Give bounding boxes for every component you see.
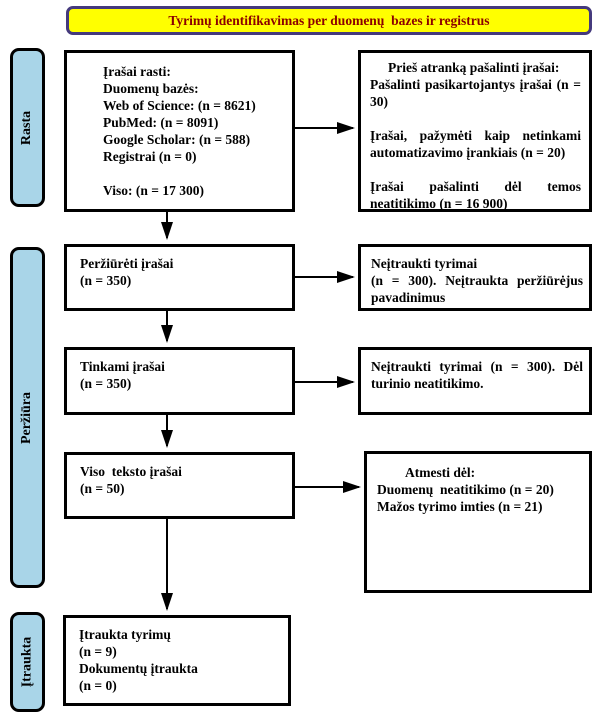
phase-label-perziura: Peržiūra bbox=[10, 247, 45, 588]
rejected-heading: Atmesti dėl: bbox=[405, 465, 476, 480]
excluded-by-title-paragraph: (n = 300). Neįtraukta peržiūrėjus pavadi… bbox=[371, 273, 583, 305]
phase-label-rasta-text: Rasta bbox=[19, 110, 35, 145]
phase-label-rasta: Rasta bbox=[10, 48, 45, 207]
removed-paragraph: Įrašai, pažymėti kaip netinkami automati… bbox=[370, 128, 581, 160]
box-included-studies: Įtraukta tyrimų (n = 9) Dokumentų įtrauk… bbox=[63, 615, 291, 706]
records-eligible-line: (n = 350) bbox=[80, 376, 132, 391]
excluded-by-title-line: Neįtraukti tyrimai bbox=[371, 256, 478, 271]
records-screened-line: Peržiūrėti įrašai bbox=[80, 256, 174, 271]
removed-heading: Prieš atranką pašalinti įrašai: bbox=[388, 60, 560, 75]
fulltext-records-line: Viso teksto įrašai bbox=[80, 464, 182, 479]
phase-label-perziura-text: Peržiūra bbox=[19, 391, 35, 444]
fulltext-records-line: (n = 50) bbox=[80, 481, 125, 496]
diagram-title: Tyrimų identifikavimas per duomenų bazes… bbox=[168, 12, 490, 28]
box-records-found: Įrašai rasti: Duomenų bazės: Web of Scie… bbox=[64, 50, 295, 212]
phase-label-itraukta: Įtraukta bbox=[10, 612, 45, 712]
records-found-line: PubMed: (n = 8091) bbox=[103, 115, 219, 130]
phase-label-itraukta-text: Įtraukta bbox=[19, 636, 35, 688]
records-found-line: Įrašai rasti: bbox=[103, 64, 171, 79]
included-line: Dokumentų įtraukta bbox=[79, 661, 198, 676]
included-line: Įtraukta tyrimų bbox=[79, 627, 171, 642]
records-found-line: Google Scholar: (n = 588) bbox=[103, 132, 251, 147]
records-found-line: Duomenų bazės: bbox=[103, 81, 199, 96]
removed-paragraph: Įrašai pašalinti dėl temos neatitikimo (… bbox=[370, 179, 581, 211]
removed-paragraph: Pašalinti pasikartojantys įrašai (n = 30… bbox=[370, 77, 581, 109]
records-eligible-line: Tinkami įrašai bbox=[80, 359, 165, 374]
diagram-title-banner: Tyrimų identifikavimas per duomenų bazes… bbox=[66, 6, 592, 35]
box-fulltext-records: Viso teksto įrašai (n = 50) bbox=[64, 452, 295, 519]
rejected-line: Mažos tyrimo imties (n = 21) bbox=[377, 499, 543, 514]
box-excluded-by-content: Neįtraukti tyrimai (n = 300). Dėl turini… bbox=[358, 347, 592, 415]
records-found-line: Registrai (n = 0) bbox=[103, 149, 197, 164]
records-screened-line: (n = 350) bbox=[80, 273, 132, 288]
box-removed-before-screening: Prieš atranką pašalinti įrašai: Pašalint… bbox=[358, 50, 592, 212]
box-records-screened: Peržiūrėti įrašai (n = 350) bbox=[64, 244, 295, 311]
excluded-by-content-paragraph: Neįtraukti tyrimai (n = 300). Dėl turini… bbox=[371, 359, 583, 391]
box-records-eligible: Tinkami įrašai (n = 350) bbox=[64, 347, 295, 415]
included-line: (n = 9) bbox=[79, 644, 117, 659]
records-found-line: Web of Science: (n = 8621) bbox=[103, 98, 256, 113]
records-found-line bbox=[103, 165, 286, 182]
box-excluded-by-title: Neįtraukti tyrimai (n = 300). Neįtraukta… bbox=[358, 244, 592, 311]
box-rejected-reasons: Atmesti dėl: Duomenų neatitikimo (n = 20… bbox=[364, 451, 592, 593]
rejected-line: Duomenų neatitikimo (n = 20) bbox=[377, 482, 554, 497]
records-found-line: Viso: (n = 17 300) bbox=[103, 183, 204, 198]
included-line: (n = 0) bbox=[79, 678, 117, 693]
